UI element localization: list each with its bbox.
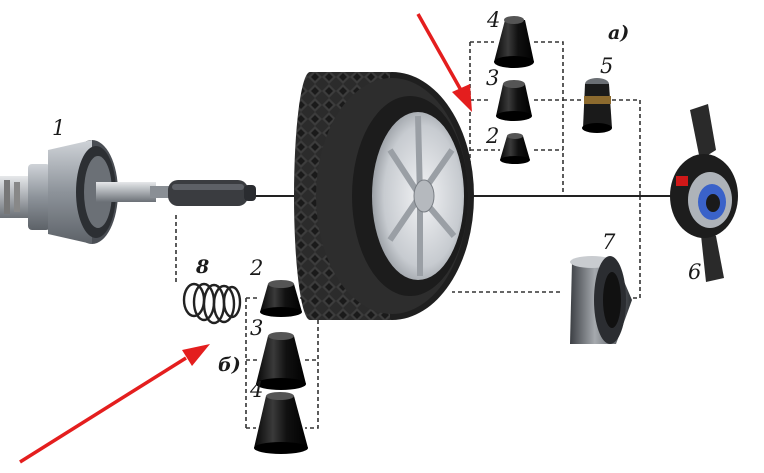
cone-small-top [500,133,530,164]
spring [182,282,242,325]
cone-small-bottom [260,280,302,317]
cone-large-top [494,16,534,68]
label-part-4-top: 4 [487,8,501,32]
label-part-6: 6 [688,260,702,284]
quick-release-nut [670,104,738,282]
label-part-4-bottom: 4 [250,378,264,402]
wheel-tire [294,72,474,320]
label-part-8: 8 [196,256,210,278]
red-arrow-bottom [19,344,210,464]
label-group-b: б) [218,354,241,376]
connector-lines [175,41,641,429]
label-part-7: 7 [602,230,616,254]
label-part-2-bottom: 2 [250,256,264,280]
balancer-spindle [0,140,256,244]
label-group-a: а) [608,22,630,44]
label-part-3-bottom: 3 [250,316,264,340]
cone-medium-top [496,80,532,121]
label-part-2-top: 2 [486,124,500,148]
cone-large-bottom [254,392,308,454]
label-part-3-top: 3 [486,66,500,90]
label-part-1: 1 [52,116,66,140]
pressure-cup [570,256,632,344]
label-part-5: 5 [600,54,614,78]
red-arrow-top [416,13,472,112]
spacer-ring [582,78,612,133]
cone-medium-bottom [256,332,306,390]
